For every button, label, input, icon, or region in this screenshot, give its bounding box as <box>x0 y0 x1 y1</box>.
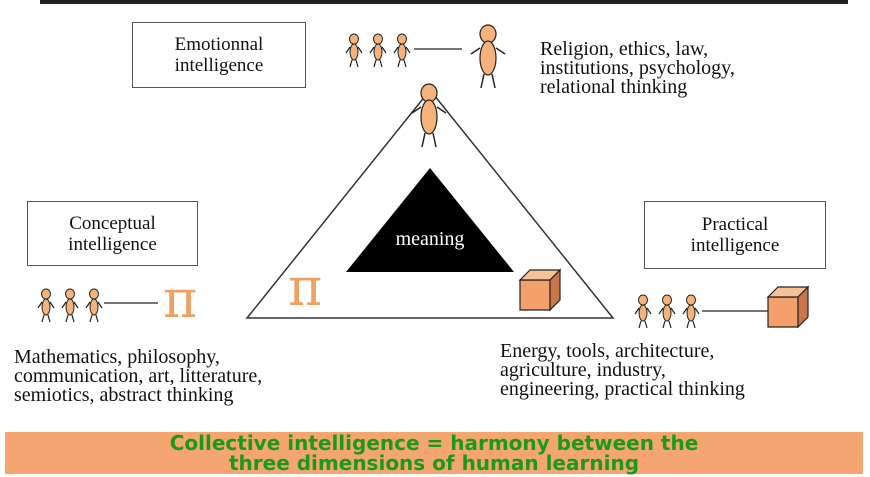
description-line: communication, art, litterature, <box>14 365 263 387</box>
group-icon <box>634 294 700 329</box>
meaning-label: meaning <box>395 228 465 250</box>
practical-intelligence-box: Practical intelligence <box>644 201 826 269</box>
description-line: agriculture, industry, <box>500 359 666 381</box>
box-label: intelligence <box>174 55 264 76</box>
cube-icon <box>767 286 809 328</box>
emotional-description: Religion, ethics, law, institutions, psy… <box>540 38 735 98</box>
description-line: semiotics, abstract thinking <box>14 384 234 406</box>
banner-line: three dimensions of human learning <box>228 451 640 475</box>
banner-line: Collective intelligence = harmony betwee… <box>169 431 699 455</box>
cube-icon <box>519 269 561 311</box>
description-line: Energy, tools, architecture, <box>500 340 715 362</box>
description-line: engineering, practical thinking <box>500 378 745 400</box>
group-icon <box>37 288 103 323</box>
pi-icon: π <box>163 270 198 330</box>
group-icon <box>345 33 411 68</box>
conceptual-intelligence-box: Conceptual intelligence <box>27 201 198 266</box>
description-line: Mathematics, philosophy, <box>14 346 220 368</box>
meaning-triangle <box>346 168 514 272</box>
top-border-line <box>40 0 848 4</box>
practical-description: Energy, tools, architecture, agriculture… <box>500 340 745 400</box>
emotional-intelligence-box: Emotionnal intelligence <box>132 22 306 88</box>
conceptual-description: Mathematics, philosophy, communication, … <box>14 346 263 406</box>
description-line: relational thinking <box>540 76 688 98</box>
box-label: Emotionnal <box>174 34 264 55</box>
box-label: intelligence <box>68 233 157 255</box>
box-label: Conceptual <box>69 212 156 234</box>
box-label: Practical <box>701 214 769 235</box>
person-icon <box>470 24 506 89</box>
box-label: intelligence <box>690 235 780 256</box>
description-line: Religion, ethics, law, <box>540 38 709 60</box>
description-line: institutions, psychology, <box>540 57 735 79</box>
collective-intelligence-banner: Collective intelligence = harmony betwee… <box>5 432 863 474</box>
pi-icon: π <box>288 258 323 318</box>
